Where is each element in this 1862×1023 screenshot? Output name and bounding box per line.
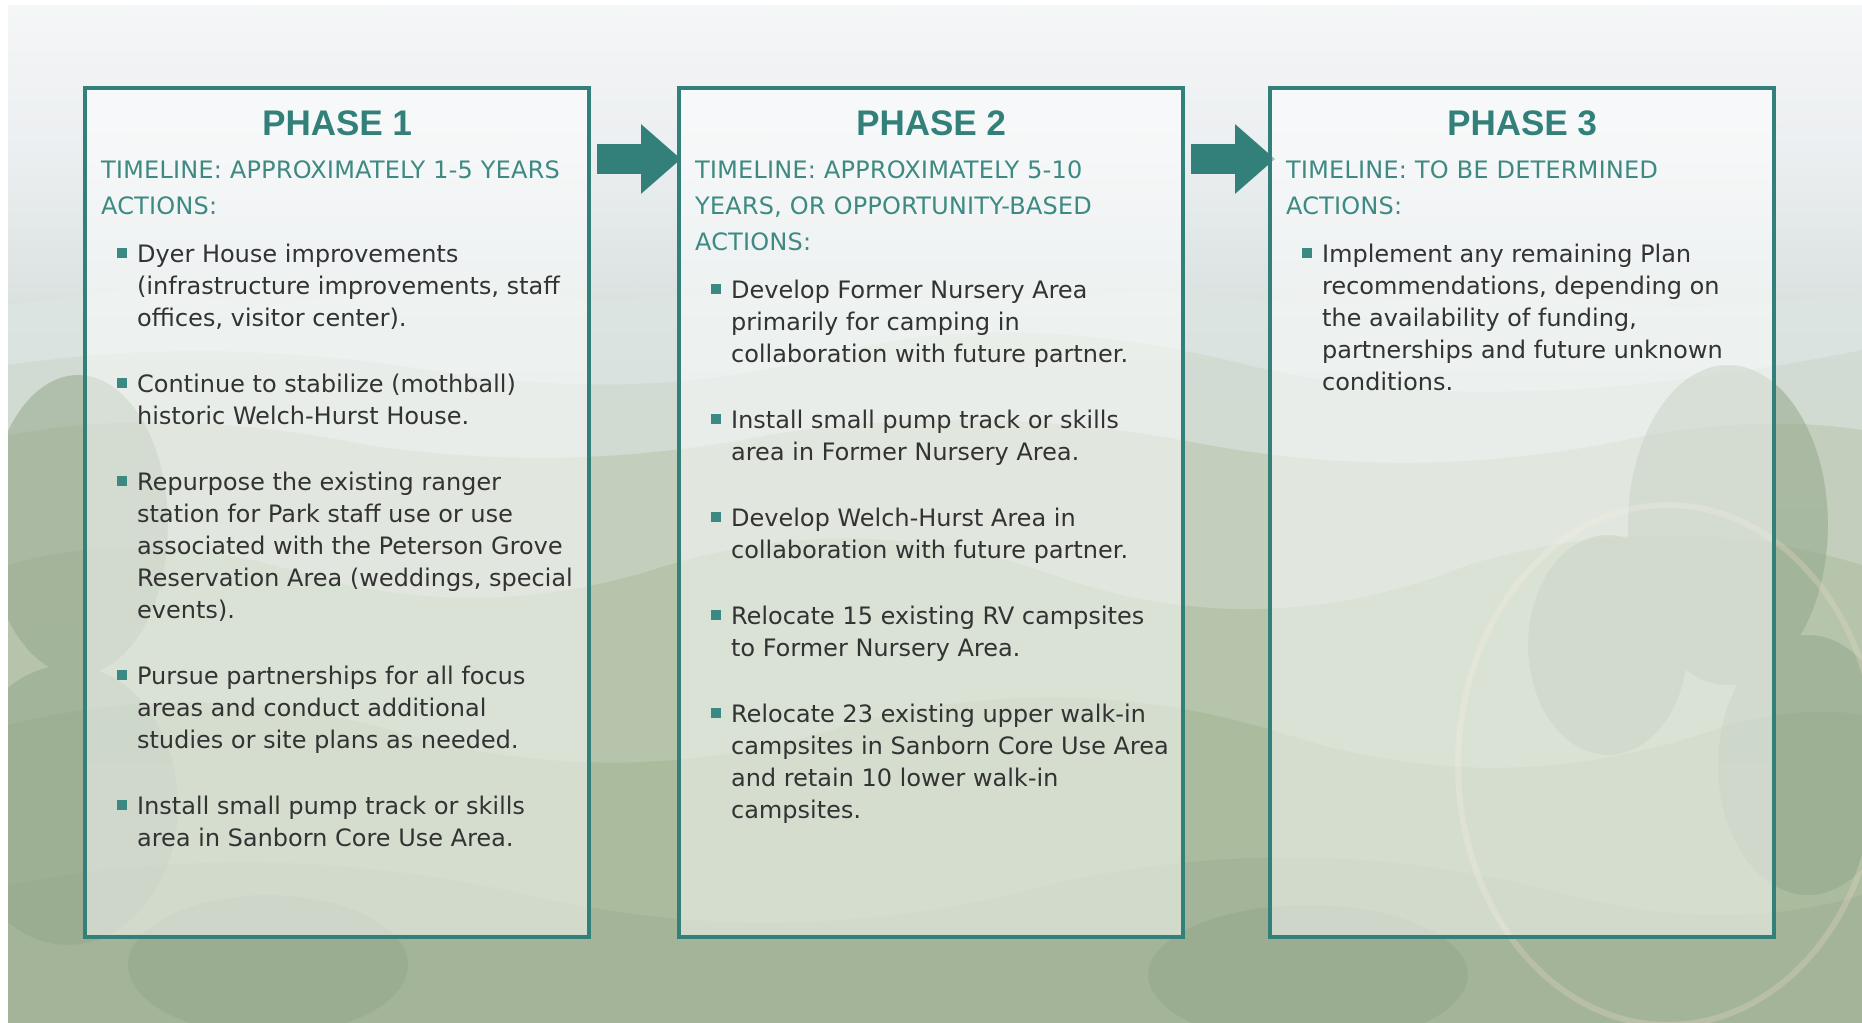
action-text: Develop Welch-Hurst Area in collaboratio… <box>731 504 1129 564</box>
phase-1-actions-label: ACTIONS: <box>101 192 218 220</box>
square-bullet-icon <box>117 378 127 388</box>
action-text: Pursue partnerships for all focus areas … <box>137 662 526 754</box>
action-text: Relocate 23 existing upper walk-in camps… <box>731 700 1169 824</box>
square-bullet-icon <box>117 248 127 258</box>
action-text: Dyer House improvements (infrastructure … <box>137 240 560 332</box>
phase-3-action-list: Implement any remaining Plan recommendat… <box>1272 238 1772 398</box>
action-item: Pursue partnerships for all focus areas … <box>117 660 575 756</box>
arrow-right-icon <box>1191 124 1275 194</box>
phase-1-box: PHASE 1 TIMELINE: APPROXIMATELY 1-5 YEAR… <box>83 86 591 939</box>
square-bullet-icon <box>1302 248 1312 258</box>
action-text: Install small pump track or skills area … <box>137 792 525 852</box>
square-bullet-icon <box>117 670 127 680</box>
square-bullet-icon <box>711 610 721 620</box>
phase-2-title: PHASE 2 <box>856 104 1006 143</box>
square-bullet-icon <box>117 476 127 486</box>
square-bullet-icon <box>711 284 721 294</box>
phase-2-box: PHASE 2 TIMELINE: APPROXIMATELY 5-10 YEA… <box>677 86 1185 939</box>
action-item: Develop Former Nursery Area primarily fo… <box>711 274 1169 370</box>
action-item: Repurpose the existing ranger station fo… <box>117 466 575 626</box>
action-item: Relocate 23 existing upper walk-in camps… <box>711 698 1169 826</box>
phase-1-timeline: TIMELINE: APPROXIMATELY 1-5 YEARS <box>101 156 560 184</box>
action-text: Develop Former Nursery Area primarily fo… <box>731 276 1129 368</box>
phase-3-title: PHASE 3 <box>1447 104 1597 143</box>
square-bullet-icon <box>711 708 721 718</box>
phase-1-action-list: Dyer House improvements (infrastructure … <box>87 238 587 854</box>
action-text: Implement any remaining Plan recommendat… <box>1322 240 1723 396</box>
square-bullet-icon <box>117 800 127 810</box>
phase-3-box: PHASE 3 TIMELINE: TO BE DETERMINED ACTIO… <box>1268 86 1776 939</box>
phase-2-action-list: Develop Former Nursery Area primarily fo… <box>681 274 1181 826</box>
square-bullet-icon <box>711 512 721 522</box>
action-item: Implement any remaining Plan recommendat… <box>1302 238 1760 398</box>
action-item: Install small pump track or skills area … <box>117 790 575 854</box>
phase-3-actions-label: ACTIONS: <box>1286 192 1403 220</box>
action-item: Dyer House improvements (infrastructure … <box>117 238 575 334</box>
action-item: Relocate 15 existing RV campsites to For… <box>711 600 1169 664</box>
arrow-right-icon <box>597 124 681 194</box>
action-text: Relocate 15 existing RV campsites to For… <box>731 602 1145 662</box>
action-text: Repurpose the existing ranger station fo… <box>137 468 573 624</box>
action-text: Install small pump track or skills area … <box>731 406 1119 466</box>
square-bullet-icon <box>711 414 721 424</box>
phase-2-actions-label: ACTIONS: <box>695 228 812 256</box>
action-item: Install small pump track or skills area … <box>711 404 1169 468</box>
action-item: Continue to stabilize (mothball) histori… <box>117 368 575 432</box>
action-item: Develop Welch-Hurst Area in collaboratio… <box>711 502 1169 566</box>
phase-1-title: PHASE 1 <box>262 104 412 143</box>
phase-2-timeline: TIMELINE: APPROXIMATELY 5-10 YEARS, OR O… <box>695 156 1092 220</box>
action-text: Continue to stabilize (mothball) histori… <box>137 370 516 430</box>
phase-3-timeline: TIMELINE: TO BE DETERMINED <box>1286 156 1659 184</box>
